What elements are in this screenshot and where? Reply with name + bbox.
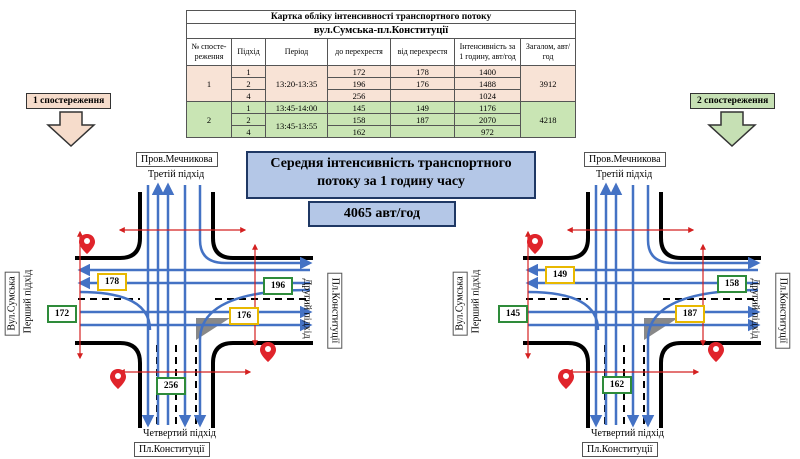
bottom-street-label: Пл.Конституції — [134, 442, 210, 457]
period: 13:45-13:55 — [265, 113, 328, 138]
obs-total: 3912 — [519, 65, 577, 102]
cell: 4 — [231, 125, 266, 138]
col-header: № спосте-реження — [186, 38, 232, 66]
second-approach-label: Другий підхід — [749, 278, 761, 339]
top-street-label: Пров.Мечникова — [136, 152, 218, 167]
second-approach-label: Другий підхід — [301, 278, 313, 339]
count-badge: 196 — [263, 277, 293, 295]
down-arrow-icon — [46, 111, 96, 148]
cell: 162 — [327, 125, 391, 138]
obs1-tag: 1 спостереження — [26, 93, 112, 109]
third-approach-label: Третій підхід — [148, 169, 205, 180]
obs-total: 4218 — [519, 101, 577, 138]
col-header: Інтенсивність за 1 годину, авт/год — [454, 38, 521, 66]
location-pin-icon — [708, 342, 724, 362]
cell: 972 — [454, 125, 521, 138]
cell: 2070 — [454, 113, 521, 126]
top-street-label: Пров.Мечникова — [584, 152, 666, 167]
count-badge: 176 — [229, 307, 259, 325]
obs2-tag: 2 спостереження — [690, 93, 776, 109]
third-approach-label: Третій підхід — [596, 169, 653, 180]
right-street-label: Пл.Конституції — [775, 272, 791, 349]
right-street-label: Пл.Конституції — [327, 272, 343, 349]
location-pin-icon — [79, 234, 95, 254]
cell: 1488 — [454, 77, 521, 90]
count-badge: 187 — [675, 305, 705, 323]
count-badge: 162 — [602, 376, 632, 394]
table-row: 2 196 176 1488 — [187, 77, 576, 90]
obs-number: 1 — [186, 65, 232, 102]
cell: 158 — [327, 113, 391, 126]
average-intensity-value: 4065 авт/год — [308, 201, 456, 227]
location-pin-icon — [527, 234, 543, 254]
fourth-approach-label: Четвертий підхід — [143, 428, 216, 439]
count-badge: 256 — [156, 377, 186, 395]
cell: 2 — [231, 77, 266, 90]
cell — [390, 125, 455, 138]
observation-table: Картка обліку інтенсивності транспортног… — [185, 10, 577, 138]
cell: 4 — [231, 89, 266, 102]
down-arrow-icon — [707, 111, 757, 148]
cell: 1024 — [454, 89, 521, 102]
first-approach-label: Перший підхід — [22, 269, 34, 334]
count-badge: 158 — [717, 275, 747, 293]
table-row: 1 1 13:20-13:35 172 178 1400 3912 — [186, 65, 577, 102]
location-pin-icon — [110, 369, 126, 389]
left-intersection — [75, 182, 313, 428]
col-header: Період — [265, 38, 328, 66]
count-badge: 149 — [545, 266, 575, 284]
first-approach-label: Перший підхід — [470, 269, 482, 334]
cell: 176 — [390, 77, 455, 90]
right-intersection — [523, 182, 761, 428]
col-header: Загалом, авт/год — [519, 38, 577, 66]
table-row: 4 162 972 — [187, 125, 576, 138]
left-street-label: Вул.Сумська — [4, 271, 20, 336]
table-row: 4 256 1024 — [187, 89, 576, 102]
table-row: 2 1 13:45-14:00 145 149 1176 4218 — [186, 101, 577, 138]
average-intensity-title: Середня інтенсивність транспортного пото… — [246, 151, 536, 199]
table-row: 2 13:45-13:55 158 187 2070 — [187, 113, 576, 138]
left-street-label: Вул.Сумська — [452, 271, 468, 336]
count-badge: 178 — [97, 273, 127, 291]
count-badge: 172 — [47, 305, 77, 323]
fourth-approach-label: Четвертий підхід — [591, 428, 664, 439]
location-pin-icon — [260, 342, 276, 362]
obs-number: 2 — [186, 101, 232, 138]
count-badge: 145 — [498, 305, 528, 323]
location-pin-icon — [558, 369, 574, 389]
bottom-street-label: Пл.Конституції — [582, 442, 658, 457]
period: 13:20-13:35 — [265, 65, 328, 102]
